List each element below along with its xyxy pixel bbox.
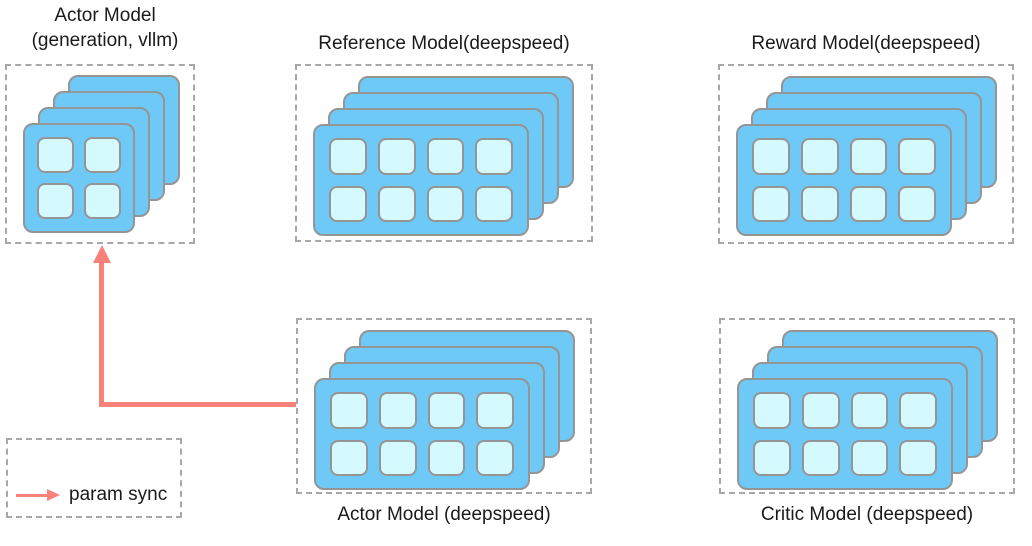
gpu-cell [377,138,416,175]
param-sync-arrowhead-icon [93,245,111,263]
gpu-cell [427,392,466,429]
gpu-cell [898,138,936,175]
gpu-card [736,124,952,236]
gpu-cell [801,439,840,476]
param-sync-arrow-vertical [99,260,104,407]
reference-model-title: Reference Model(deepspeed) [318,33,570,54]
gpu-card [313,124,529,236]
gpu-cell [753,392,791,429]
actor-vllm-title-line1: Actor Model [54,5,156,26]
legend-row: param sync [16,484,167,506]
reference-model-gpu-stack [297,66,591,240]
actor-vllm-title-line2: (generation, vllm) [31,30,179,51]
gpu-cell-grid [738,126,950,234]
gpu-cell [752,138,790,175]
gpu-cell [899,392,937,429]
critic-model-gpu-stack [721,320,1013,492]
gpu-cell [850,439,889,476]
gpu-card [23,123,135,233]
reward-model-box [718,64,1014,244]
legend-label: param sync [69,484,168,505]
gpu-cell [850,392,889,429]
gpu-cell [801,392,840,429]
gpu-cell [899,439,937,476]
legend-box: param sync [6,438,182,518]
actor-deepspeed-gpu-stack [298,320,590,492]
gpu-cell-grid [739,380,951,488]
actor-deepspeed-box [296,318,592,494]
gpu-cell [476,392,514,429]
gpu-card [737,378,953,490]
gpu-cell [849,185,888,222]
gpu-cell [753,439,791,476]
actor-vllm-title: Actor Model (generation, vllm) [0,3,210,53]
gpu-cell [330,392,368,429]
critic-model-label: Critic Model (deepspeed) [760,504,974,525]
gpu-cell [377,185,416,222]
gpu-cell [476,439,514,476]
gpu-cell [898,185,936,222]
gpu-cell-grid [316,380,528,488]
gpu-cell [475,185,513,222]
gpu-cell [426,185,465,222]
gpu-cell [752,185,790,222]
gpu-cell-grid [315,126,527,234]
param-sync-arrow-icon [16,489,60,501]
gpu-cell [329,138,367,175]
gpu-cell [330,439,368,476]
gpu-cell [378,392,417,429]
reference-model-box [295,64,593,242]
gpu-cell [84,183,121,219]
gpu-cell [37,183,74,219]
gpu-cell [378,439,417,476]
param-sync-arrow-horizontal [99,402,296,407]
gpu-cell-grid [25,125,133,231]
reward-model-gpu-stack [720,66,1012,242]
gpu-cell [800,138,839,175]
reward-model-title: Reward Model(deepspeed) [751,33,981,54]
actor-deepspeed-label: Actor Model (deepspeed) [337,504,551,525]
gpu-cell [329,185,367,222]
actor-vllm-gpu-stack [7,66,193,242]
gpu-card [314,378,530,490]
gpu-cell [800,185,839,222]
gpu-cell [426,138,465,175]
gpu-cell [37,137,74,173]
gpu-cell [84,137,121,173]
gpu-cell [427,439,466,476]
critic-model-box [719,318,1015,494]
gpu-cell [849,138,888,175]
actor-vllm-box [5,64,195,244]
gpu-cell [475,138,513,175]
